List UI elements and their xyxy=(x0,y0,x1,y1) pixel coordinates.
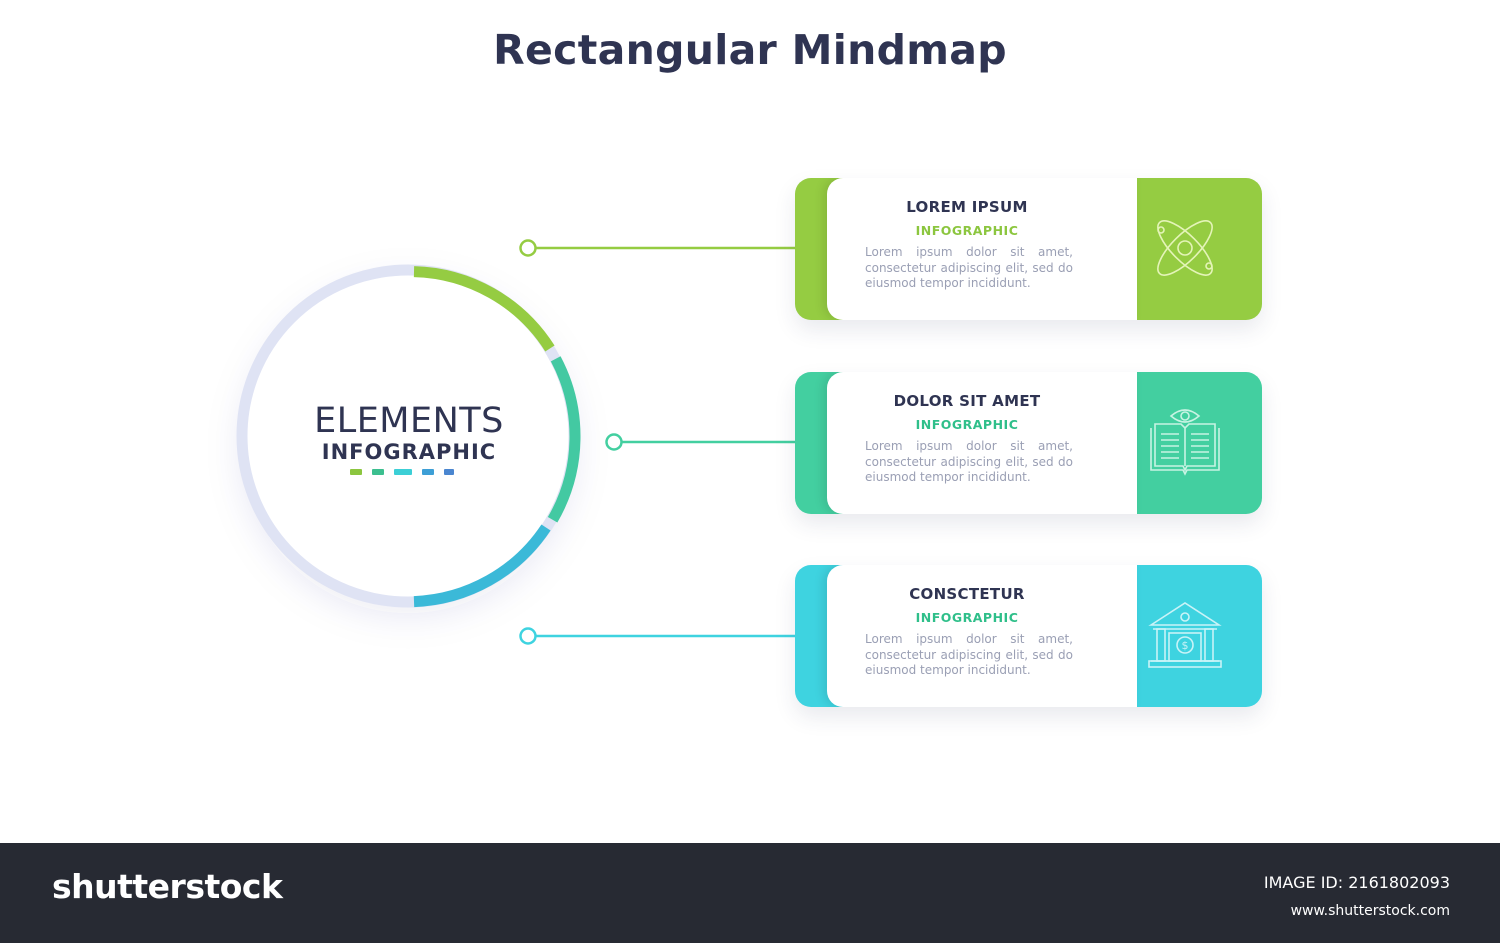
card-arrow xyxy=(1095,372,1135,514)
dash-5 xyxy=(444,469,454,475)
brand-logo: shutterstock xyxy=(52,867,283,906)
bank-icon: $ xyxy=(1148,602,1222,668)
open-book-eye-icon xyxy=(1150,409,1220,476)
center-title: ELEMENTS xyxy=(314,401,504,441)
card-heading: DOLOR SIT AMET xyxy=(893,392,1041,410)
card-consctetur: CONSCTETUR INFOGRAPHIC Lorem ipsum dolor… xyxy=(795,565,1262,707)
card-arrow xyxy=(1095,178,1135,320)
page-title: Rectangular Mindmap xyxy=(493,26,1007,74)
card-dolor-sit-amet: DOLOR SIT AMET INFOGRAPHIC Lorem ipsum d… xyxy=(795,372,1262,514)
card-heading: CONSCTETUR xyxy=(909,585,1025,603)
card-body: Lorem ipsum dolor sit amet, consectetur … xyxy=(865,439,1073,484)
ring-segment-teal xyxy=(547,356,581,523)
dash-4 xyxy=(422,469,434,475)
card-panel xyxy=(827,372,1137,514)
connector-node-2 xyxy=(605,433,623,451)
dash-1 xyxy=(350,469,362,475)
infographic-canvas: Rectangular Mindmap ELEMENTS INFOGRAPHIC xyxy=(236,26,1262,707)
mindmap-diagram xyxy=(236,239,795,645)
card-body: Lorem ipsum dolor sit amet, consectetur … xyxy=(865,245,1073,290)
card-body: Lorem ipsum dolor sit amet, consectetur … xyxy=(865,632,1073,677)
image-id: IMAGE ID: 2161802093 xyxy=(1263,873,1450,892)
ring-segment-green xyxy=(413,266,555,352)
card-subheading: INFOGRAPHIC xyxy=(915,610,1019,625)
connector-node-3 xyxy=(519,627,537,645)
dash-2 xyxy=(372,469,384,475)
card-panel xyxy=(827,178,1137,320)
card-panel xyxy=(827,565,1137,707)
card-arrow xyxy=(1095,565,1135,707)
center-circle xyxy=(242,270,574,602)
card-heading: LOREM IPSUM xyxy=(906,198,1028,216)
ring-segment-cyan xyxy=(413,524,551,608)
card-lorem-ipsum: LOREM IPSUM INFOGRAPHIC Lorem ipsum dolo… xyxy=(795,178,1262,320)
svg-text:$: $ xyxy=(1182,639,1189,652)
atom-icon xyxy=(1157,220,1213,276)
center-label: ELEMENTS INFOGRAPHIC xyxy=(250,402,568,464)
center-subtitle: INFOGRAPHIC xyxy=(321,440,497,464)
stock-footer: shutterstock IMAGE ID: 2161802093 www.sh… xyxy=(0,843,1500,943)
card-subheading: INFOGRAPHIC xyxy=(915,417,1019,432)
card-subheading: INFOGRAPHIC xyxy=(915,223,1019,238)
site-url: www.shutterstock.com xyxy=(1290,903,1450,919)
dash-3 xyxy=(394,469,412,475)
center-dash-row xyxy=(350,468,454,476)
connector-node-1 xyxy=(519,239,537,257)
